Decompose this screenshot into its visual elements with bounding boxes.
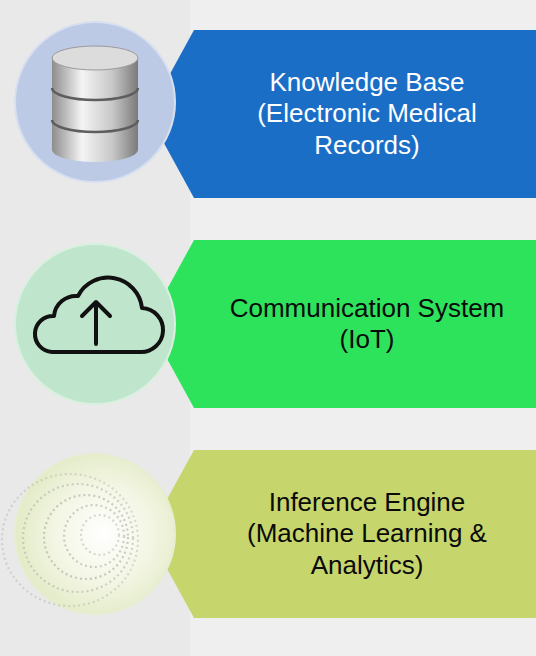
band-label: Inference Engine (Machine Learning & Ana… — [212, 450, 522, 618]
upload-arrow — [82, 302, 110, 344]
arrow-band: Knowledge Base (Electronic Medical Recor… — [148, 30, 536, 198]
cylinder-body — [52, 58, 138, 162]
arrow-band: Inference Engine (Machine Learning & Ana… — [148, 450, 536, 618]
band-fill — [148, 30, 536, 198]
band-fill — [148, 240, 536, 408]
band-fill — [148, 450, 536, 618]
cylinder-top — [52, 46, 138, 70]
arrow-band: Communication System (IoT) — [148, 240, 536, 408]
band-label: Knowledge Base (Electronic Medical Recor… — [212, 30, 522, 198]
cloud-outline — [35, 278, 163, 352]
icon-circle — [15, 22, 175, 182]
binary-rings — [2, 474, 138, 606]
cylinder-ring — [52, 120, 138, 132]
band-label: Communication System (IoT) — [212, 240, 522, 408]
cylinder-ring — [52, 88, 138, 100]
database-icon — [15, 22, 175, 182]
